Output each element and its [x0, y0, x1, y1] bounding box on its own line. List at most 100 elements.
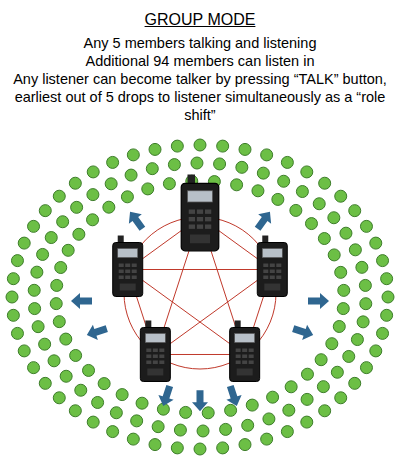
listener-dot — [194, 139, 206, 151]
listener-dot — [116, 389, 128, 401]
broadcast-arrow — [156, 384, 178, 409]
listener-dot — [267, 391, 279, 403]
broadcast-arrow — [223, 384, 245, 409]
listener-dot — [290, 204, 302, 216]
listener-dot — [318, 233, 330, 245]
listener-dot — [69, 405, 81, 417]
listener-dot — [340, 227, 352, 239]
note-text: Any 5 members talking and listening — [10, 34, 390, 52]
listener-dot — [171, 442, 183, 454]
listener-dot — [305, 218, 317, 230]
listener-dot — [55, 262, 67, 274]
broadcast-arrow — [124, 207, 149, 233]
radio-handset — [181, 175, 219, 251]
listener-dot — [53, 316, 65, 328]
listener-dot — [125, 169, 137, 181]
radio-handset — [113, 236, 143, 297]
listener-dot — [370, 237, 382, 249]
listener-dot — [39, 377, 51, 389]
listener-dot — [261, 433, 273, 445]
listener-dot — [92, 396, 104, 408]
listener-dot — [18, 237, 30, 249]
listener-dot — [107, 426, 119, 438]
listener-dot — [180, 406, 192, 418]
listener-dot — [53, 190, 65, 202]
listener-dot — [71, 201, 83, 213]
listener-dot — [87, 416, 99, 428]
listener-dot — [317, 381, 329, 393]
listener-dot — [313, 198, 325, 210]
listener-dot — [331, 366, 343, 378]
listener-dot — [236, 161, 248, 173]
listener-dot — [214, 158, 226, 170]
listener-dot — [301, 416, 313, 428]
listener-dot — [357, 316, 369, 328]
listener-dot — [87, 214, 99, 226]
listener-dot — [326, 338, 338, 350]
listener-dot — [335, 266, 347, 278]
listener-dot — [28, 284, 40, 296]
listener-dot — [98, 378, 110, 390]
radio-handset — [140, 320, 170, 381]
listener-dot — [328, 249, 340, 261]
broadcast-arrow — [192, 390, 208, 411]
listener-dot — [217, 140, 229, 152]
listener-dot — [39, 205, 51, 217]
listener-dot — [191, 157, 203, 169]
listener-dot — [349, 205, 361, 217]
listener-dot — [174, 424, 186, 436]
listener-dot — [231, 179, 243, 191]
listener-dot — [349, 244, 361, 256]
listener-dot — [48, 355, 60, 367]
listener-dot — [319, 405, 331, 417]
listener-dot — [377, 255, 389, 267]
listener-dot — [359, 279, 371, 291]
listener-dot — [127, 433, 139, 445]
listener-dot — [32, 321, 44, 333]
listener-dot — [217, 442, 229, 454]
broadcast-arrow — [251, 207, 276, 233]
listener-dot — [328, 212, 340, 224]
listener-dot — [70, 349, 82, 361]
listener-dot — [7, 273, 19, 285]
broadcast-arrow — [308, 293, 329, 309]
listener-dot — [136, 397, 148, 409]
listener-dot — [360, 298, 372, 310]
listener-dot — [18, 345, 30, 357]
listener-dot — [87, 189, 99, 201]
listener-dot — [50, 298, 62, 310]
listener-dot — [319, 177, 331, 189]
listener-dot — [242, 419, 254, 431]
listener-dot — [360, 220, 372, 232]
listener-dot — [349, 377, 361, 389]
listener-dot — [315, 354, 327, 366]
listener-dot — [382, 291, 394, 303]
listener-dot — [103, 201, 115, 213]
listener-dot — [142, 183, 154, 195]
broadcast-arrow — [84, 321, 109, 343]
listener-dot — [283, 404, 295, 416]
listener-dot — [31, 266, 43, 278]
listener-dot — [121, 191, 133, 203]
listener-dots — [6, 139, 394, 455]
title: GROUP MODE — [0, 10, 400, 30]
listener-dot — [377, 327, 389, 339]
listener-dot — [28, 362, 40, 374]
listener-dot — [83, 364, 95, 376]
listener-dot — [87, 166, 99, 178]
listener-dot — [7, 309, 19, 321]
listener-dot — [220, 423, 232, 435]
listener-dot — [107, 156, 119, 168]
listener-dot — [28, 220, 40, 232]
listener-dot — [37, 248, 49, 260]
listener-dot — [62, 244, 74, 256]
listener-dot — [285, 381, 297, 393]
listener-dot — [11, 255, 23, 267]
listener-dot — [152, 421, 164, 433]
listener-dot — [105, 178, 117, 190]
listener-dot — [257, 167, 269, 179]
radio-handset — [230, 320, 260, 381]
listener-dot — [197, 425, 209, 437]
listener-dot — [60, 370, 72, 382]
listener-dot — [351, 334, 363, 346]
